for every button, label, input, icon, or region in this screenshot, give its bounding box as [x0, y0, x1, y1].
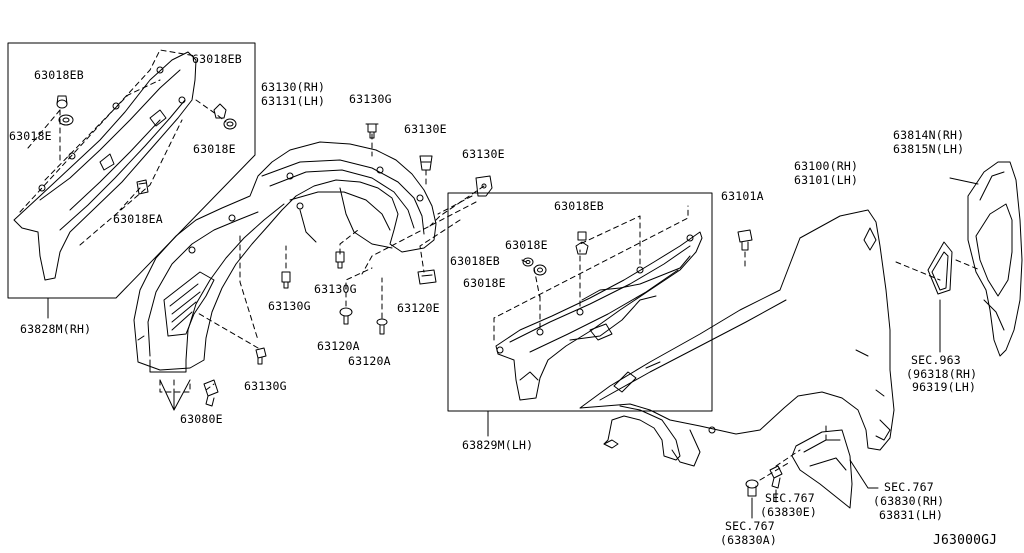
label-63130G-b: 63130G	[314, 282, 357, 296]
liner-dashes	[159, 133, 485, 393]
inset-box-lh	[447, 192, 713, 412]
clip-63018E-b	[223, 118, 237, 130]
inset-rh-dashes	[19, 49, 227, 246]
clip-63018E-c	[575, 241, 589, 255]
label-63120A-a: 63120A	[317, 339, 360, 353]
label-96319-lh: 96319(LH)	[912, 380, 977, 394]
label-63830-rh: (63830(RH)	[873, 494, 945, 508]
label-63831-lh: 63831(LH)	[879, 508, 944, 522]
clip-63101A	[737, 229, 753, 251]
label-63829M: 63829M(LH)	[462, 438, 534, 452]
clip-63130G-d	[255, 347, 267, 365]
clip-63130G-c	[281, 271, 291, 289]
label-63018E-c: 63018E	[505, 238, 548, 252]
label-sec963: SEC.963	[911, 353, 961, 367]
inset-lh-dashes	[493, 205, 689, 341]
screw-63830E	[769, 465, 783, 489]
clip-63130E-a	[419, 155, 433, 171]
label-63830E: (63830E)	[760, 505, 817, 519]
clip-63120E	[417, 269, 437, 285]
bolt-63830A	[745, 479, 759, 497]
label-63018EB-b: 63018EB	[192, 52, 242, 66]
clip-63018EB-b	[213, 103, 227, 119]
clip-63018EB-a	[56, 95, 68, 109]
label-63018E-d: 63018E	[463, 276, 506, 290]
fender-liner	[133, 141, 437, 373]
label-63120A-b: 63120A	[348, 354, 391, 368]
label-63018EA: 63018EA	[113, 212, 163, 226]
label-63130G-c: 63130G	[268, 299, 311, 313]
label-63130-rh: 63130(RH)	[261, 80, 326, 94]
label-63018EB-c: 63018EB	[554, 199, 604, 213]
label-63101-lh: 63101(LH)	[794, 173, 859, 187]
label-63814N-rh: 63814N(RH)	[893, 128, 965, 142]
clip-63130G-a	[365, 123, 379, 139]
clip-63018EB-d	[522, 257, 534, 267]
label-63130E-a: 63130E	[404, 122, 447, 136]
fender-bracket-lh	[495, 231, 703, 401]
label-63080E: 63080E	[180, 412, 223, 426]
label-63018E-b: 63018E	[193, 142, 236, 156]
label-63815N-lh: 63815N(LH)	[893, 142, 965, 156]
clip-63018EA	[136, 179, 149, 195]
label-63130E-b: 63130E	[462, 147, 505, 161]
label-63018EB-d: 63018EB	[450, 254, 500, 268]
label-63130G-a: 63130G	[349, 92, 392, 106]
label-63828M: 63828M(RH)	[20, 322, 92, 336]
inset-box-rh	[7, 42, 256, 299]
clip-63120A-b	[376, 318, 388, 335]
label-63830A: (63830A)	[720, 533, 777, 547]
clip-63018EB-c	[577, 231, 587, 241]
front-fender	[579, 209, 895, 467]
clip-63018E-a	[58, 114, 74, 126]
label-63131-lh: 63131(LH)	[261, 94, 326, 108]
label-sec767-a: SEC.767	[884, 480, 934, 494]
label-63130G-d: 63130G	[244, 379, 287, 393]
clip-63120A-a	[339, 307, 353, 325]
label-63101A: 63101A	[721, 189, 764, 203]
label-63018EB-a: 63018EB	[34, 68, 84, 82]
label-sec767-c: SEC.767	[725, 519, 775, 533]
fender-bracket-rh	[13, 51, 197, 281]
label-sec767-b: SEC.767	[765, 491, 815, 505]
seal-63814N	[949, 161, 1023, 357]
label-96318-rh: (96318(RH)	[906, 367, 978, 381]
diagram-id: J63000GJ	[933, 533, 998, 548]
trim-96318	[927, 241, 953, 295]
label-63018E-a: 63018E	[9, 129, 52, 143]
label-63100-rh: 63100(RH)	[794, 159, 859, 173]
label-63120E: 63120E	[397, 301, 440, 315]
clip-63130G-b	[335, 251, 345, 269]
bolt-63080E	[203, 379, 219, 407]
clip-63018E-d	[533, 264, 547, 276]
